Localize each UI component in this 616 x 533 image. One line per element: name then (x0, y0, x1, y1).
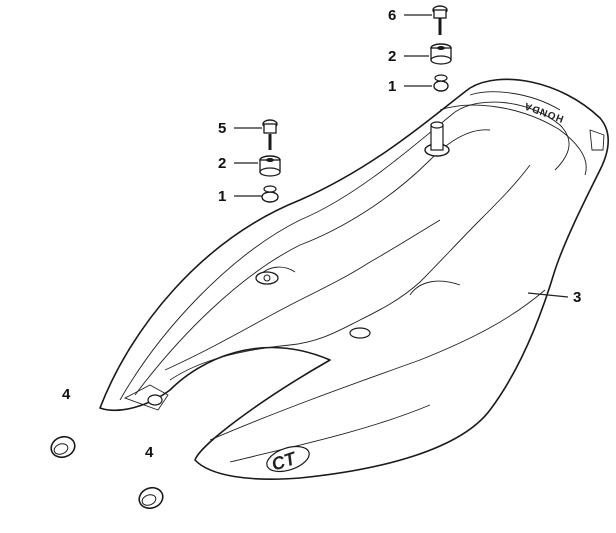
grommet-part-2-upper (430, 43, 452, 65)
collar-part-1-middle (261, 185, 279, 203)
plug-part-4-right (138, 486, 164, 510)
callout-6: 6 (388, 7, 396, 24)
rear-cowl (99, 78, 610, 480)
callout-1-upper: 1 (388, 78, 396, 95)
callout-5: 5 (218, 120, 226, 137)
plug-part-4-left (50, 435, 76, 459)
callout-2-upper: 2 (388, 48, 396, 65)
leader-lines (234, 14, 569, 298)
callout-2-middle: 2 (218, 155, 226, 172)
callout-4-left: 4 (62, 386, 71, 403)
callout-1-middle: 1 (218, 188, 226, 205)
mount-boss-rear (424, 121, 450, 157)
bolt-part-5 (262, 119, 278, 150)
mount-boss-lower (349, 327, 371, 339)
mount-boss-front (147, 394, 163, 406)
callout-3: 3 (573, 289, 581, 306)
collar-part-1-upper (433, 74, 449, 92)
bolt-part-6 (432, 5, 448, 35)
callout-4-right: 4 (145, 444, 154, 461)
mount-boss-left (255, 271, 279, 285)
grommet-part-2-middle (259, 155, 281, 177)
